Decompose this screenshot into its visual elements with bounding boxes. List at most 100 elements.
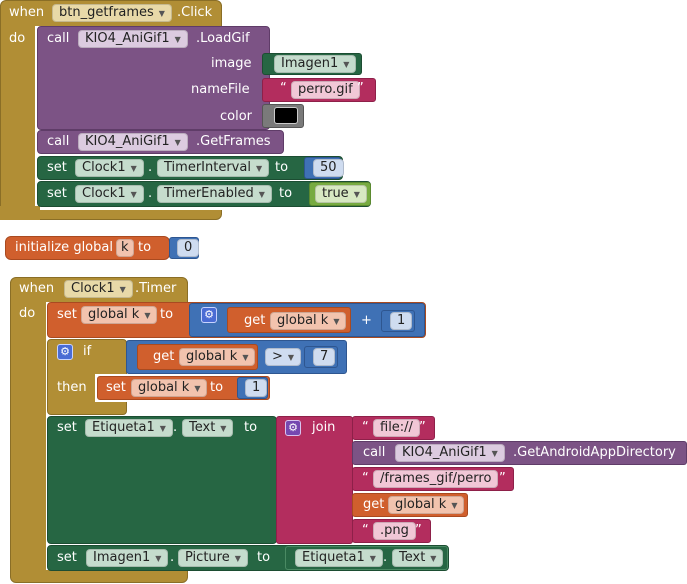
- component-name: Etiqueta1: [92, 420, 155, 435]
- get-keyword: get: [244, 313, 266, 328]
- number-value: 50: [320, 160, 337, 175]
- component-name: Clock1: [82, 186, 126, 201]
- variable-name: global k: [138, 380, 190, 395]
- number-field-1[interactable]: 1: [390, 312, 413, 330]
- do-keyword: do: [19, 306, 36, 321]
- component-dropdown-kio4[interactable]: KIO4_AniGif1▼: [78, 30, 188, 48]
- color-swatch-black[interactable]: [274, 107, 298, 124]
- text-value: .png: [380, 523, 409, 538]
- to-keyword: to: [138, 240, 152, 255]
- number-field-1[interactable]: 1: [245, 379, 268, 397]
- then-keyword: then: [57, 380, 87, 395]
- dropdown-arrow-icon: ▼: [287, 353, 295, 362]
- boolean-value: true: [322, 186, 349, 201]
- variable-dropdown-global-k[interactable]: global k▼: [131, 379, 208, 397]
- text-field-png[interactable]: .png: [373, 522, 416, 540]
- param-label-image: image: [211, 56, 252, 71]
- variable-dropdown-global-k[interactable]: global k▼: [270, 312, 347, 330]
- dropdown-arrow-icon: ▼: [130, 164, 137, 173]
- property-dropdown-text[interactable]: Text ▼: [392, 549, 444, 567]
- property-name: Text: [399, 550, 426, 565]
- component-dropdown-clock1[interactable]: Clock1▼: [75, 159, 144, 177]
- operator-dropdown-greater[interactable]: >▼: [265, 348, 302, 366]
- dropdown-arrow-icon: ▼: [158, 9, 165, 18]
- variable-dropdown-global-k[interactable]: global k▼: [179, 348, 256, 366]
- component-name: Clock1: [71, 281, 115, 296]
- set-keyword: set: [106, 380, 126, 395]
- component-dropdown-kio4[interactable]: KIO4_AniGif1▼: [395, 444, 505, 462]
- dropdown-arrow-icon: ▼: [258, 190, 265, 199]
- mutator-gear-icon[interactable]: ⚙: [57, 344, 73, 360]
- param-label-color: color: [220, 109, 253, 124]
- number-field-7[interactable]: 7: [313, 348, 336, 366]
- variable-name: global k: [395, 497, 447, 512]
- set-block-etiqueta1-text[interactable]: [47, 416, 277, 544]
- component-dropdown-etiqueta1[interactable]: Etiqueta1 ▼: [85, 419, 173, 437]
- to-keyword: to: [210, 380, 224, 395]
- when-keyword: when: [9, 5, 45, 20]
- quote-open-icon: “: [362, 523, 369, 538]
- boolean-dropdown-true[interactable]: true ▼: [315, 185, 367, 203]
- set-keyword: set: [57, 307, 77, 322]
- dropdown-arrow-icon: ▼: [369, 554, 376, 563]
- component-name: KIO4_AniGif1: [85, 134, 170, 149]
- to-keyword: to: [279, 186, 293, 201]
- variable-name: global k: [186, 349, 238, 364]
- to-keyword: to: [244, 420, 258, 435]
- call-keyword: call: [363, 445, 386, 460]
- join-keyword: join: [312, 420, 336, 435]
- variable-dropdown-global-k[interactable]: global k▼: [81, 306, 158, 324]
- mutator-gear-icon[interactable]: ⚙: [285, 420, 301, 436]
- component-dropdown-imagen1[interactable]: Imagen1 ▼: [86, 549, 169, 567]
- dropdown-arrow-icon: ▼: [155, 554, 162, 563]
- property-dropdown-timerenabled[interactable]: TimerEnabled▼: [157, 185, 272, 203]
- property-dropdown-picture[interactable]: Picture▼: [178, 549, 248, 567]
- dot-separator: .: [148, 186, 153, 201]
- initialize-global-block[interactable]: [5, 236, 170, 260]
- dropdown-arrow-icon: ▼: [430, 554, 437, 563]
- dropdown-arrow-icon: ▼: [353, 190, 360, 199]
- variable-name: k: [121, 240, 129, 255]
- get-keyword: get: [153, 349, 175, 364]
- component-name: Imagen1: [93, 550, 151, 565]
- property-dropdown-timerinterval[interactable]: TimerInterval▼: [157, 159, 270, 177]
- component-dropdown-etiqueta1[interactable]: Etiqueta1▼: [295, 549, 383, 567]
- get-keyword: get: [363, 497, 385, 512]
- number-value: 1: [252, 380, 261, 395]
- set-keyword: set: [57, 420, 77, 435]
- mutator-gear-icon[interactable]: ⚙: [201, 307, 217, 323]
- quote-open-icon: “: [362, 420, 369, 435]
- text-field-perro-gif[interactable]: perro.gif: [291, 81, 360, 99]
- to-keyword: to: [275, 160, 289, 175]
- component-dropdown-kio4[interactable]: KIO4_AniGif1▼: [78, 133, 188, 151]
- quote-close-icon: ”: [419, 420, 426, 435]
- component-dropdown-btn-getframes[interactable]: btn_getframes▼: [52, 4, 172, 22]
- component-dropdown-imagen1[interactable]: Imagen1▼: [274, 55, 357, 73]
- number-value: 1: [397, 313, 406, 328]
- set-keyword: set: [47, 186, 67, 201]
- quote-close-icon: ”: [357, 81, 364, 96]
- text-field-file[interactable]: file://: [373, 419, 420, 437]
- event-name: .Click: [177, 5, 213, 20]
- dot-separator: .: [170, 550, 175, 565]
- number-field-0[interactable]: 0: [177, 239, 200, 257]
- to-keyword: to: [257, 550, 271, 565]
- call-keyword: call: [47, 134, 70, 149]
- variable-dropdown-global-k[interactable]: global k▼: [388, 496, 465, 514]
- property-dropdown-text[interactable]: Text▼: [182, 419, 234, 437]
- dropdown-arrow-icon: ▼: [174, 35, 181, 44]
- number-value: 7: [320, 349, 329, 364]
- event-bottom-bar: [0, 206, 40, 220]
- text-field-frames-path[interactable]: /frames_gif/perro: [373, 470, 499, 488]
- dropdown-arrow-icon: ▼: [159, 424, 166, 433]
- quote-close-icon: ”: [499, 471, 506, 486]
- component-dropdown-clock1[interactable]: Clock1▼: [64, 280, 133, 298]
- number-field-50[interactable]: 50: [313, 159, 344, 177]
- component-dropdown-clock1[interactable]: Clock1▼: [75, 185, 144, 203]
- variable-name-field-k[interactable]: k: [116, 239, 134, 257]
- method-name: .LoadGif: [196, 31, 250, 46]
- dot-separator: .: [383, 550, 388, 565]
- dropdown-arrow-icon: ▼: [255, 164, 263, 173]
- do-keyword: do: [9, 31, 26, 46]
- dropdown-arrow-icon: ▼: [220, 424, 227, 433]
